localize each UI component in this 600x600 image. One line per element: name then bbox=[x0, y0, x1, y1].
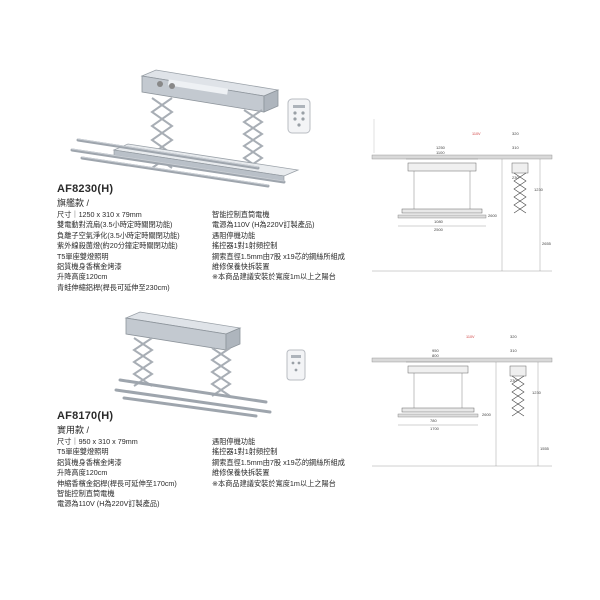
spec-list-left: 尺寸｜950 x 310 x 79mm T5單座雙燈照明 鋁質機身香檳金烤漆 升… bbox=[57, 437, 177, 510]
remote-control-image bbox=[286, 349, 306, 381]
spec-item: 鋁質機身香檳金烤漆 bbox=[57, 262, 122, 272]
dimension-label: 1230 bbox=[534, 187, 544, 192]
spec-item: 遇阻停機功能 bbox=[212, 230, 256, 240]
spec-item: 尺寸｜1250 x 310 x 79mm bbox=[57, 210, 142, 219]
spec-item: 伸縮香檳金鋁桿(桿長可延伸至170cm) bbox=[57, 478, 177, 488]
spec-item: 鋁質機身香檳金烤漆 bbox=[57, 457, 122, 467]
technical-drawing: 1250 1100 1080 2500 2600 310 230 1230 26… bbox=[371, 119, 553, 272]
spec-item: 紫外線殺菌燈(約20分鐘定時關閉功能) bbox=[57, 241, 178, 251]
spec-item: 升降高度120cm bbox=[57, 272, 108, 282]
spec-list-right: 遇阻停機功能 搖控器1對1射頻控制 鋼索直徑1.5mm由7股 x19芯的鋼絲所組… bbox=[212, 437, 345, 489]
spec-list-right: 智能控制直筒電機 電源為110V (H為220V訂製產品) 遇阻停機功能 搖控器… bbox=[212, 210, 345, 283]
dimension-label: 1080 bbox=[434, 219, 444, 224]
spec-item: 維修保養快拆裝置 bbox=[212, 468, 270, 478]
dimension-label: 2655 bbox=[542, 241, 552, 246]
dimension-label: 320 bbox=[510, 334, 517, 339]
model-subtitle: 旗艦款 / bbox=[57, 198, 90, 208]
product-image-af8170 bbox=[114, 311, 272, 418]
spec-item: T5單座雙燈照明 bbox=[57, 447, 109, 457]
spec-item: 升降高度120cm bbox=[57, 468, 108, 478]
spec-item: ※本商品建議安裝於寬度1m以上之陽台 bbox=[212, 272, 336, 282]
spec-item: T5單座雙燈照明 bbox=[57, 251, 109, 261]
dimension-label: 2500 bbox=[434, 227, 444, 232]
spec-item: 維修保養快拆裝置 bbox=[212, 262, 270, 272]
dimension-label: 1250 bbox=[436, 145, 446, 150]
remote-control-image bbox=[287, 98, 311, 134]
dimension-label: 1700 bbox=[430, 426, 440, 431]
dimension-label: 780 bbox=[430, 418, 437, 423]
dimension-label: 2600 bbox=[482, 412, 492, 417]
product-image-af8230 bbox=[70, 69, 300, 188]
spec-item: 尺寸｜950 x 310 x 79mm bbox=[57, 437, 138, 446]
model-subtitle: 實用款 / bbox=[57, 425, 90, 435]
power-label: 110V bbox=[472, 132, 481, 136]
dimension-label: 310 bbox=[510, 348, 517, 353]
spec-item: 電源為110V (H為220V訂製產品) bbox=[57, 499, 160, 509]
spec-item: 智能控制直筒電機 bbox=[212, 210, 270, 219]
product-section-af8170: AF8170(H) 實用款 / 尺寸｜950 x 310 x 79mm T5單座… bbox=[0, 310, 600, 600]
dimension-label: 310 bbox=[512, 145, 519, 150]
power-label: 110V bbox=[466, 335, 475, 339]
spec-item: 鋼索直徑1.5mm由7股 x19芯的鋼絲所組成 bbox=[212, 457, 345, 467]
dimension-label: 2600 bbox=[488, 213, 498, 218]
dimension-label: 1555 bbox=[540, 446, 550, 451]
dimension-label: 320 bbox=[512, 131, 519, 136]
spec-item: 青蛙伸縮鋁桿(桿長可延伸至230cm) bbox=[57, 282, 170, 292]
product-section-af8230: AF8230(H) 旗艦款 / 尺寸｜1250 x 310 x 79mm 雙電動… bbox=[57, 69, 553, 293]
spec-item: 鋼索直徑1.5mm由7股 x19芯的鋼絲所組成 bbox=[212, 251, 345, 261]
spec-item: 搖控器1對1射頻控制 bbox=[212, 241, 278, 251]
dimension-label: 800 bbox=[432, 353, 439, 358]
spec-item: 負離子空氣淨化(3.5小時定時關閉功能) bbox=[57, 230, 180, 240]
spec-item: 雙電動對流扇(3.5小時定時關閉功能) bbox=[57, 220, 173, 230]
spec-list-left: 尺寸｜1250 x 310 x 79mm 雙電動對流扇(3.5小時定時關閉功能)… bbox=[57, 210, 180, 293]
spec-item: ※本商品建議安裝於寬度1m以上之陽台 bbox=[212, 478, 336, 488]
dimension-label: 1100 bbox=[436, 150, 445, 155]
model-name: AF8170(H) bbox=[57, 410, 114, 422]
dimension-label: 230 bbox=[512, 175, 519, 180]
dimension-label: 1230 bbox=[532, 390, 542, 395]
dimension-label: 230 bbox=[510, 378, 517, 383]
technical-drawing: 950 800 780 1700 2600 310 230 1230 1555 … bbox=[371, 334, 553, 467]
model-name: AF8230(H) bbox=[57, 183, 114, 195]
dimension-label: 950 bbox=[432, 348, 439, 353]
spec-item: 搖控器1對1射頻控制 bbox=[212, 447, 278, 457]
spec-item: 智能控制直筒電機 bbox=[57, 489, 115, 499]
spec-item: 電源為110V (H為220V訂製產品) bbox=[212, 220, 315, 230]
spec-item: 遇阻停機功能 bbox=[212, 437, 256, 446]
